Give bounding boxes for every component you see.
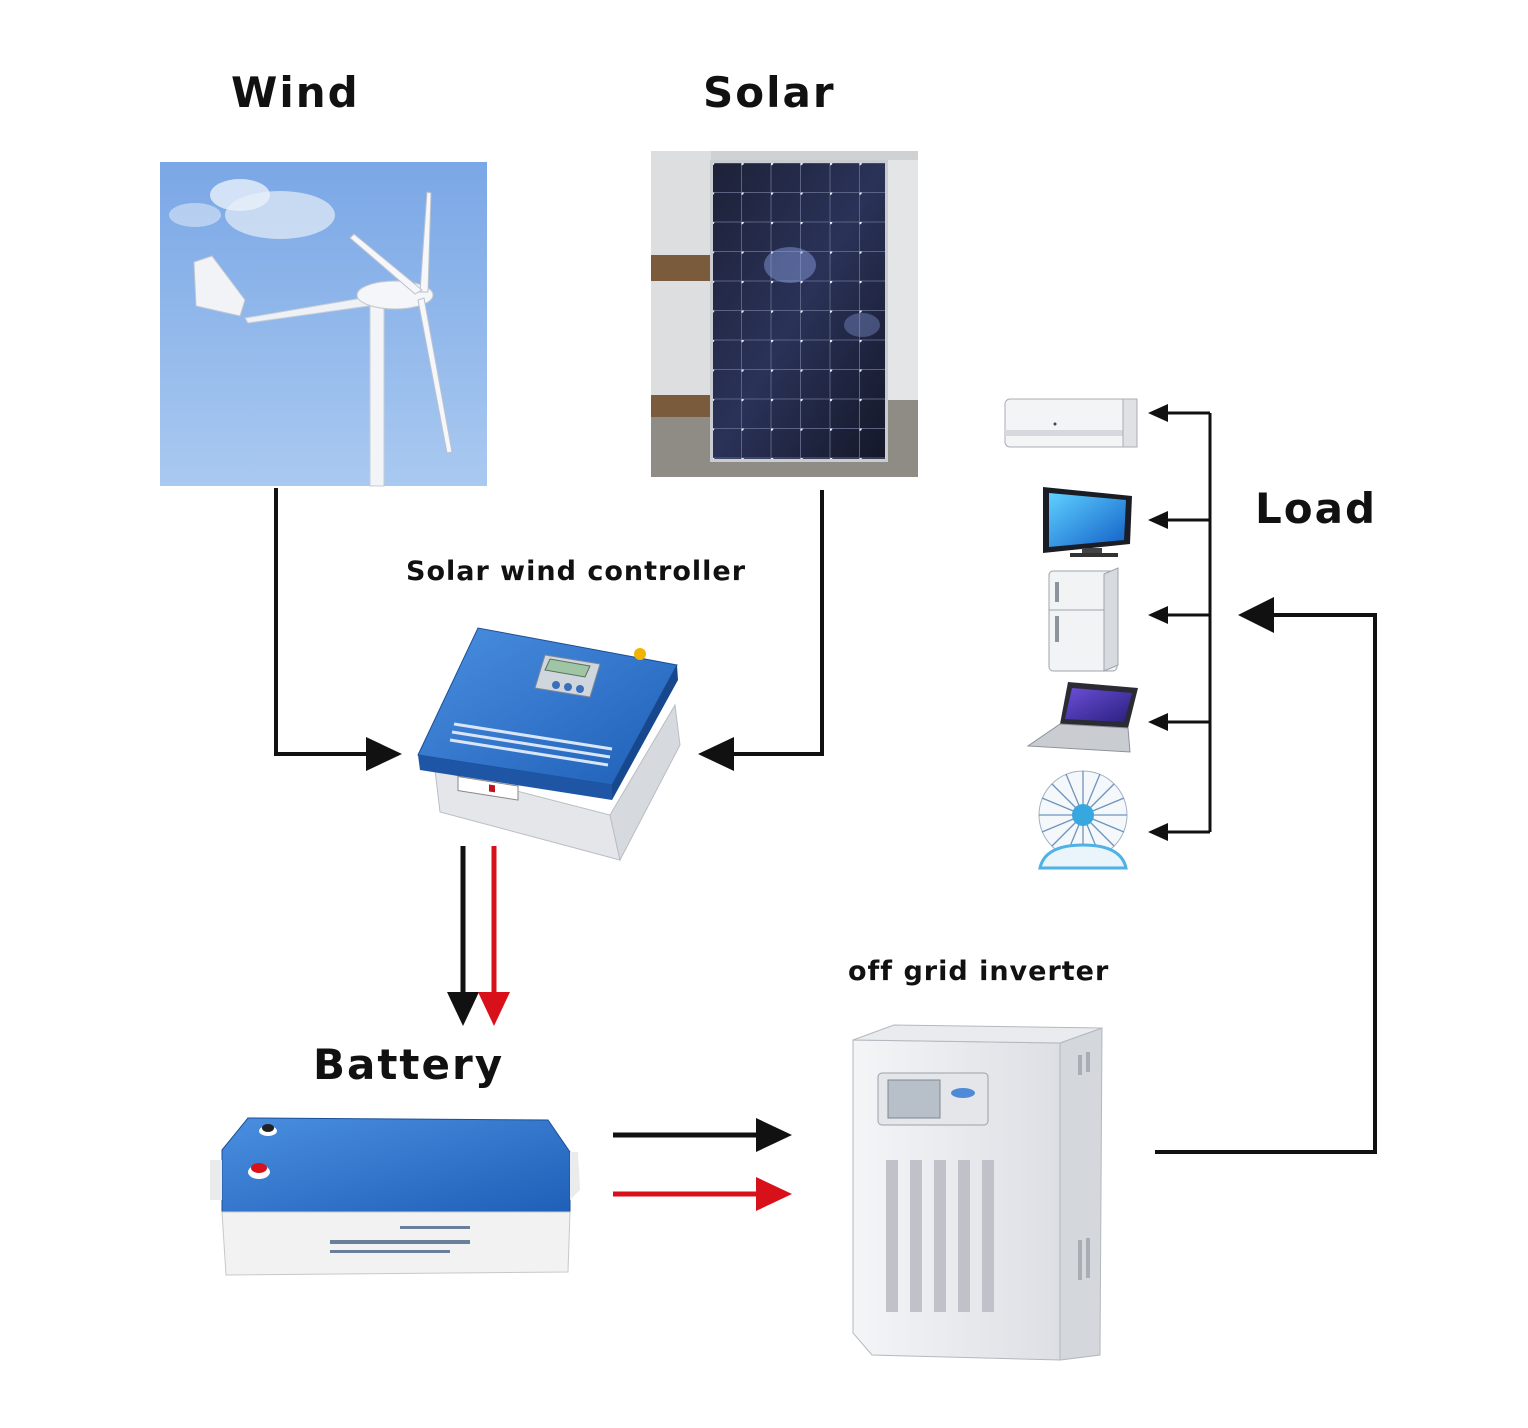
battery-label: Battery	[313, 1040, 505, 1089]
battery-image	[210, 1117, 580, 1276]
desk-fan-icon	[1038, 770, 1128, 870]
refrigerator-icon	[1048, 567, 1119, 672]
laptop-icon	[1026, 682, 1138, 753]
solar-panel-image	[651, 151, 918, 477]
controller-label: Solar wind controller	[406, 556, 747, 587]
solar-wind-controller-image	[417, 627, 681, 862]
wind-turbine-image	[160, 162, 487, 487]
wind-label: Wind	[231, 68, 360, 117]
television-icon	[1043, 487, 1132, 557]
load-distribution-bus	[1148, 404, 1212, 841]
solar-to-controller-arrow	[698, 490, 824, 771]
solar-label: Solar	[703, 68, 836, 117]
load-label: Load	[1255, 484, 1378, 533]
air-conditioner-icon	[1004, 398, 1138, 448]
wind-to-controller-arrow	[274, 488, 402, 771]
inverter-label: off grid inverter	[848, 956, 1110, 987]
battery-to-inverter-arrows	[613, 1118, 792, 1211]
inverter-to-load-arrow	[1155, 597, 1377, 1154]
controller-to-battery-arrows	[447, 846, 510, 1026]
off-grid-inverter-image	[852, 1024, 1103, 1361]
